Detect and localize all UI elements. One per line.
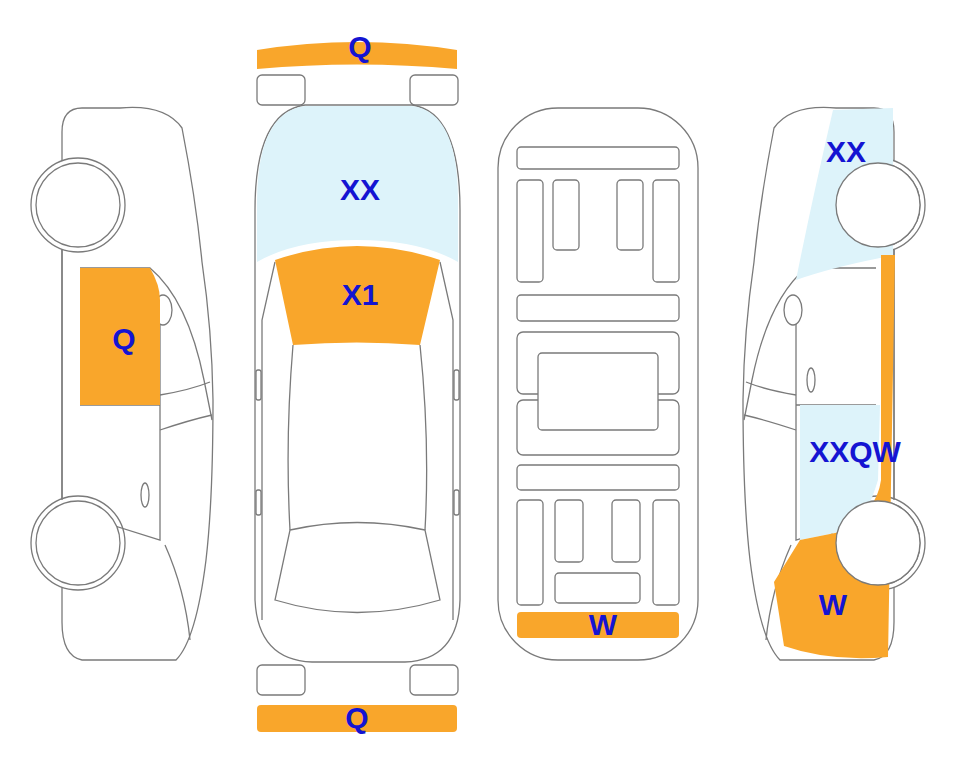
rear-door-area: XXQW [796, 400, 910, 545]
damage-code: Q [348, 32, 371, 62]
region-fill [796, 108, 893, 280]
underside-view [498, 108, 698, 660]
top-view [255, 75, 460, 695]
damage-code: Q [112, 324, 135, 354]
region-fill [257, 106, 458, 262]
region-fill [774, 255, 895, 658]
rear-bumper-area: W [515, 610, 681, 640]
damage-code: W [589, 610, 617, 640]
damage-code: XXQW [809, 437, 901, 467]
damage-region [796, 400, 910, 545]
damage-code: XX [340, 175, 380, 205]
damage-code: Q [345, 703, 368, 733]
damage-code: X1 [342, 280, 379, 310]
wheel [836, 501, 920, 585]
damage-code: XX [826, 137, 866, 167]
region-fill [275, 246, 440, 345]
front-bumper-area: Q [255, 34, 460, 74]
damage-code: W [819, 590, 847, 620]
wheel [836, 163, 920, 247]
door-area: Q [78, 266, 164, 408]
hood-area: XX [255, 104, 460, 264]
side-view [31, 107, 213, 660]
region-fill [80, 268, 160, 405]
windshield-area: X1 [272, 236, 444, 348]
rear-bumper-area: Q [255, 703, 460, 735]
